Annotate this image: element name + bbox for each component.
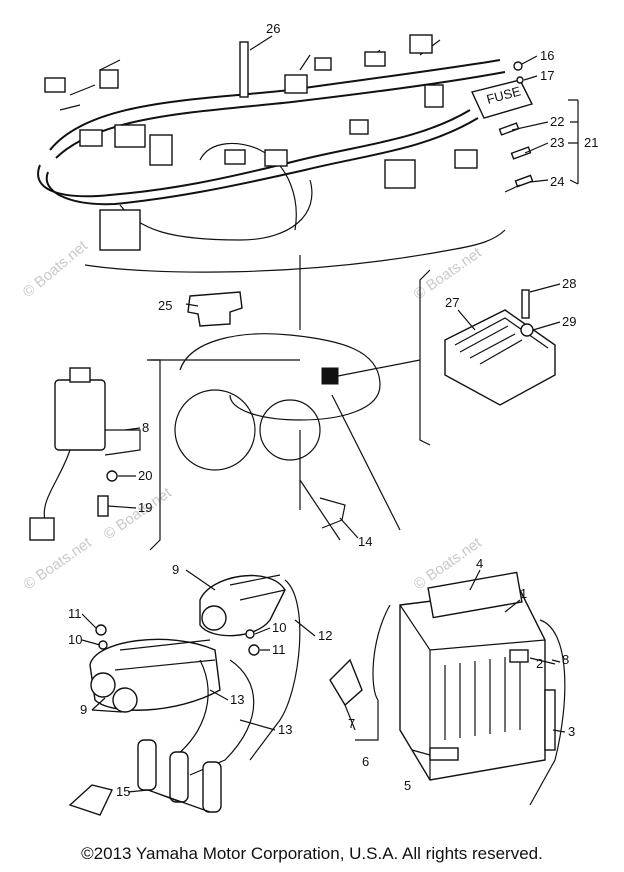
callout-17: 17: [540, 68, 554, 83]
callout-5: 5: [404, 778, 411, 793]
connector-i: [409, 34, 433, 54]
callout-8b: 8: [562, 652, 569, 667]
callout-15: 15: [116, 784, 130, 799]
connector-b: [99, 69, 119, 89]
callout-13a: 13: [230, 692, 244, 707]
connector-m: [349, 119, 369, 135]
callout-24: 24: [550, 174, 564, 189]
battery-leads: [329, 604, 566, 806]
regulator-mount: [321, 367, 339, 385]
callout-9b: 9: [80, 702, 87, 717]
connector-k: [224, 149, 246, 165]
callout-11a: 11: [68, 606, 82, 621]
regulator-27: [444, 289, 556, 406]
breather-hose-3: [544, 689, 556, 751]
connector-n: [384, 159, 416, 189]
harness-clamp-26: [239, 41, 249, 98]
callout-20: 20: [138, 468, 152, 483]
fuse-24: [514, 174, 534, 188]
main-switch-8: [29, 367, 141, 541]
fuse-box: FUSE: [471, 61, 534, 193]
connector-o: [454, 149, 478, 169]
leader-lines: [81, 35, 579, 813]
washer-29: [520, 323, 534, 337]
callout-10a: 10: [68, 632, 82, 647]
watermark-1: © Boats.net: [20, 237, 92, 301]
battery-cap-2: [509, 649, 529, 663]
screw-19: [97, 495, 109, 517]
connector-h: [364, 51, 386, 67]
callouts: 26 16 17 22 23 21 24 28 27 29 25 8 20 19…: [68, 21, 598, 799]
callout-16: 16: [540, 48, 554, 63]
callout-8a: 8: [142, 420, 149, 435]
lead-wire-14: [319, 497, 346, 529]
connector-p: [99, 209, 141, 251]
battery-band-4: [427, 571, 523, 619]
callout-23: 23: [550, 135, 564, 150]
washer-17: [516, 76, 524, 84]
bolt-28: [521, 289, 530, 319]
watermark-3: © Boats.net: [21, 534, 96, 593]
connector-j: [424, 84, 444, 108]
callout-21: 21: [584, 135, 598, 150]
callout-27: 27: [445, 295, 459, 310]
nut-11: [95, 624, 107, 636]
callout-26: 26: [266, 21, 280, 36]
callout-25: 25: [158, 298, 172, 313]
callout-4: 4: [476, 556, 483, 571]
connector-g: [314, 57, 332, 71]
bracket-25: [187, 291, 243, 327]
callout-22: 22: [550, 114, 564, 129]
ignition-coil-upper: [199, 574, 286, 637]
callout-2: 2: [536, 656, 543, 671]
connector-e: [149, 134, 173, 166]
callout-13b: 13: [278, 722, 292, 737]
copyright-notice: ©2013 Yamaha Motor Corporation, U.S.A. A…: [81, 844, 543, 863]
battery-1: [399, 571, 546, 781]
screw-16: [513, 61, 523, 71]
callout-12: 12: [318, 628, 332, 643]
fuse-23: [510, 146, 532, 160]
callout-29: 29: [562, 314, 576, 329]
ignition-coils-lower: [89, 624, 260, 713]
washer-10b: [245, 629, 255, 639]
cover-7: [329, 658, 363, 707]
callout-9a: 9: [172, 562, 179, 577]
callout-3: 3: [568, 724, 575, 739]
washer-20: [106, 470, 118, 482]
callout-6: 6: [362, 754, 369, 769]
fuse-22: [498, 122, 520, 136]
callout-14: 14: [358, 534, 372, 549]
callout-19: 19: [138, 500, 152, 515]
plug-caps-15: [137, 739, 222, 813]
washer-10: [98, 640, 108, 650]
callout-11b: 11: [272, 642, 286, 657]
connector-c: [79, 129, 103, 147]
connector-a: [44, 77, 66, 93]
battery-label-5: [429, 747, 459, 761]
callout-1: 1: [520, 586, 527, 601]
callout-28: 28: [562, 276, 576, 291]
front-arrow-icon: [68, 784, 114, 816]
callout-10b: 10: [272, 620, 286, 635]
connector-l: [264, 149, 288, 167]
callout-7: 7: [348, 716, 355, 731]
nut-11b: [248, 644, 260, 656]
frame-sketch: [150, 255, 421, 541]
connector-f: [284, 74, 308, 94]
switch-connector: [29, 517, 55, 541]
wire-harness: [37, 34, 506, 273]
connector-d: [114, 124, 146, 148]
